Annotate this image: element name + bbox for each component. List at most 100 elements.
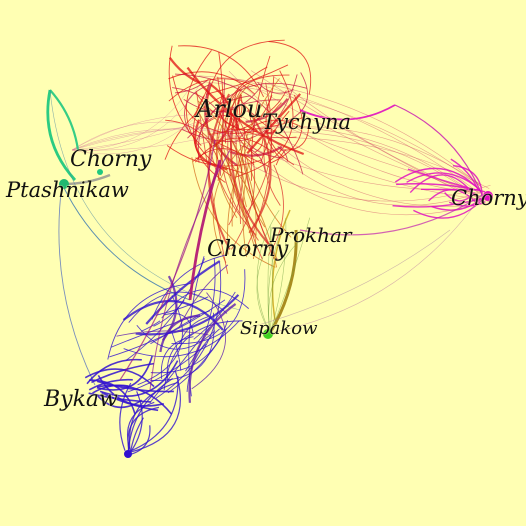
edge bbox=[86, 358, 142, 385]
edge bbox=[88, 378, 133, 391]
edge bbox=[231, 77, 479, 193]
edge bbox=[128, 425, 151, 456]
node-bykau bbox=[124, 450, 132, 458]
edge bbox=[58, 183, 96, 386]
edge bbox=[191, 79, 211, 119]
edge bbox=[71, 128, 239, 151]
edge bbox=[256, 124, 490, 207]
edge bbox=[230, 94, 270, 246]
edge bbox=[228, 71, 480, 194]
node-label-sipakow: Sipakow bbox=[240, 318, 318, 339]
edge bbox=[256, 210, 280, 334]
edge bbox=[165, 119, 219, 160]
node-chorny_nw bbox=[97, 169, 103, 175]
edge bbox=[151, 254, 226, 320]
node-layer bbox=[59, 169, 493, 458]
edge bbox=[254, 138, 264, 153]
edge bbox=[110, 310, 210, 348]
edge bbox=[231, 78, 280, 227]
node-label-chorny-c: Chorny bbox=[207, 237, 289, 262]
edge bbox=[99, 360, 179, 398]
edge bbox=[191, 292, 227, 390]
edge bbox=[261, 126, 486, 204]
edge bbox=[71, 128, 240, 151]
edge bbox=[181, 74, 298, 142]
edge bbox=[196, 108, 256, 250]
edge bbox=[84, 368, 155, 388]
edge bbox=[116, 330, 209, 337]
edge bbox=[186, 50, 232, 177]
edge bbox=[235, 96, 263, 260]
edge bbox=[178, 264, 229, 329]
edge bbox=[71, 84, 192, 151]
edge bbox=[227, 86, 259, 241]
edge bbox=[245, 99, 272, 214]
edge bbox=[409, 174, 476, 197]
edge bbox=[212, 142, 247, 263]
edge bbox=[263, 163, 477, 216]
edge bbox=[224, 74, 290, 144]
node-label-arlou: Arlou bbox=[194, 95, 262, 123]
edge bbox=[299, 194, 483, 236]
edge bbox=[171, 332, 182, 371]
edge bbox=[166, 145, 262, 167]
edge bbox=[299, 104, 396, 121]
edge bbox=[237, 119, 304, 141]
edge bbox=[168, 45, 202, 146]
edge bbox=[268, 229, 298, 334]
edge bbox=[283, 72, 309, 124]
edge bbox=[195, 131, 480, 200]
edge bbox=[171, 269, 246, 344]
edge bbox=[49, 89, 80, 151]
edge bbox=[128, 381, 178, 456]
edge bbox=[392, 197, 485, 208]
edge bbox=[149, 149, 231, 391]
edge bbox=[119, 382, 132, 451]
node-label-tychyna: Tychyna bbox=[262, 110, 351, 134]
edge bbox=[167, 328, 228, 394]
edge bbox=[237, 113, 488, 201]
edge bbox=[71, 80, 203, 151]
edge bbox=[92, 384, 129, 394]
edge bbox=[71, 111, 202, 155]
edge bbox=[394, 167, 482, 193]
edge bbox=[130, 371, 181, 453]
edge bbox=[188, 159, 222, 301]
edge bbox=[215, 83, 250, 219]
label-layer: Arlou Tychyna Chorny Ptashnikaw Chorny C… bbox=[4, 94, 526, 413]
edge bbox=[230, 145, 283, 157]
edge bbox=[163, 313, 194, 334]
edge bbox=[191, 157, 276, 268]
edge bbox=[71, 121, 232, 151]
edge bbox=[444, 192, 476, 202]
edge bbox=[160, 336, 194, 379]
edge bbox=[109, 299, 226, 358]
edge bbox=[88, 392, 151, 403]
edge bbox=[267, 164, 284, 256]
node-label-bykaw: Bykaw bbox=[43, 387, 118, 412]
edge bbox=[246, 82, 272, 249]
edge-layer bbox=[46, 39, 492, 456]
edge bbox=[130, 376, 179, 452]
node-label-prokhar: Prokhar bbox=[269, 223, 353, 247]
edge bbox=[271, 209, 291, 321]
edge bbox=[269, 194, 483, 334]
node-chorny_e bbox=[483, 191, 493, 201]
edge bbox=[269, 217, 287, 334]
edge bbox=[193, 291, 236, 340]
edge bbox=[245, 155, 292, 238]
edge bbox=[271, 74, 481, 197]
edge bbox=[188, 303, 237, 403]
edge bbox=[269, 217, 311, 334]
edge bbox=[95, 394, 143, 409]
edge bbox=[71, 125, 192, 151]
edge bbox=[186, 328, 220, 392]
edge bbox=[244, 110, 484, 194]
edge bbox=[168, 57, 201, 84]
edge bbox=[239, 229, 451, 331]
node-ptashnikau bbox=[59, 179, 69, 189]
edge bbox=[277, 146, 289, 162]
edge bbox=[123, 320, 240, 358]
edge bbox=[127, 406, 160, 451]
edge bbox=[175, 78, 209, 94]
